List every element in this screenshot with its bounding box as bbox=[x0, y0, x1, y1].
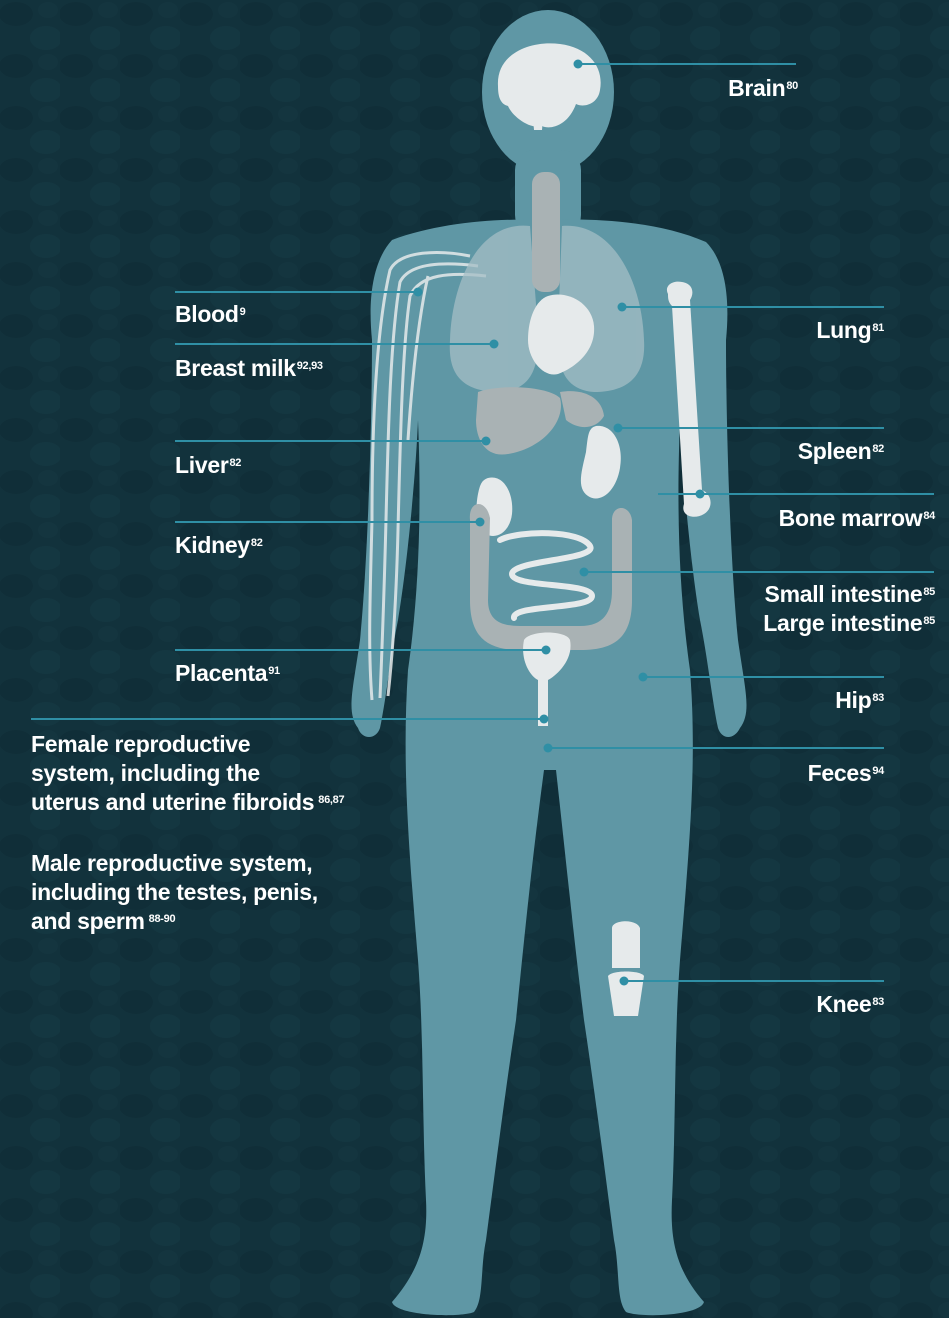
citation: 83 bbox=[872, 692, 884, 704]
label-feces: Feces94 bbox=[808, 759, 884, 787]
label-text: Hip bbox=[835, 687, 871, 713]
citation: 84 bbox=[923, 510, 935, 522]
label-text: Spleen bbox=[798, 438, 872, 464]
label-text: Knee bbox=[816, 991, 871, 1017]
label-text: Placenta bbox=[175, 660, 267, 686]
label-breast-milk: Breast milk92,93 bbox=[175, 354, 323, 382]
label-text: Blood bbox=[175, 301, 239, 327]
citation: 82 bbox=[229, 457, 241, 469]
label-large-intestine: Large intestine85 bbox=[763, 609, 935, 637]
citation: 82 bbox=[251, 537, 263, 549]
citation: 83 bbox=[872, 996, 884, 1008]
label-male-reproductive: Male reproductive system, including the … bbox=[31, 849, 318, 936]
trachea bbox=[532, 172, 560, 292]
label-text: Bone marrow bbox=[779, 505, 923, 531]
citation: 81 bbox=[872, 322, 884, 334]
citation: 88-90 bbox=[149, 913, 176, 925]
label-text: Brain bbox=[728, 75, 785, 101]
label-small-intestine: Small intestine85 bbox=[765, 580, 935, 608]
label-knee: Knee83 bbox=[816, 990, 884, 1018]
citation: 80 bbox=[786, 80, 798, 92]
citation: 9 bbox=[240, 306, 246, 318]
label-blood: Blood9 bbox=[175, 300, 245, 328]
label-hip: Hip83 bbox=[835, 686, 884, 714]
label-text: Lung bbox=[816, 317, 871, 343]
female-line-3: uterus and uterine fibroids 86,87 bbox=[31, 788, 344, 817]
label-kidney: Kidney82 bbox=[175, 531, 263, 559]
label-text: Small intestine bbox=[765, 581, 923, 607]
citation: 86,87 bbox=[318, 794, 344, 806]
female-line-2: system, including the bbox=[31, 759, 344, 788]
citation: 92,93 bbox=[297, 360, 323, 372]
male-line-2: including the testes, penis, bbox=[31, 878, 318, 907]
male-line-1: Male reproductive system, bbox=[31, 849, 318, 878]
male-line-3: and sperm 88-90 bbox=[31, 907, 318, 936]
label-placenta: Placenta91 bbox=[175, 659, 280, 687]
label-bone-marrow: Bone marrow84 bbox=[779, 504, 935, 532]
label-lung: Lung81 bbox=[816, 316, 884, 344]
female-line-1: Female reproductive bbox=[31, 730, 344, 759]
label-brain: Brain80 bbox=[728, 74, 798, 102]
label-female-reproductive: Female reproductive system, including th… bbox=[31, 730, 344, 817]
label-text: Kidney bbox=[175, 532, 250, 558]
citation: 91 bbox=[268, 665, 280, 677]
citation: 85 bbox=[923, 615, 935, 627]
male-line-3-text: and sperm bbox=[31, 908, 145, 934]
citation: 85 bbox=[923, 586, 935, 598]
label-text: Breast milk bbox=[175, 355, 296, 381]
female-line-3-text: uterus and uterine fibroids bbox=[31, 789, 314, 815]
label-text: Large intestine bbox=[763, 610, 922, 636]
citation: 94 bbox=[872, 765, 884, 777]
citation: 82 bbox=[872, 443, 884, 455]
label-spleen: Spleen82 bbox=[798, 437, 884, 465]
label-text: Liver bbox=[175, 452, 228, 478]
label-text: Feces bbox=[808, 760, 872, 786]
label-liver: Liver82 bbox=[175, 451, 241, 479]
